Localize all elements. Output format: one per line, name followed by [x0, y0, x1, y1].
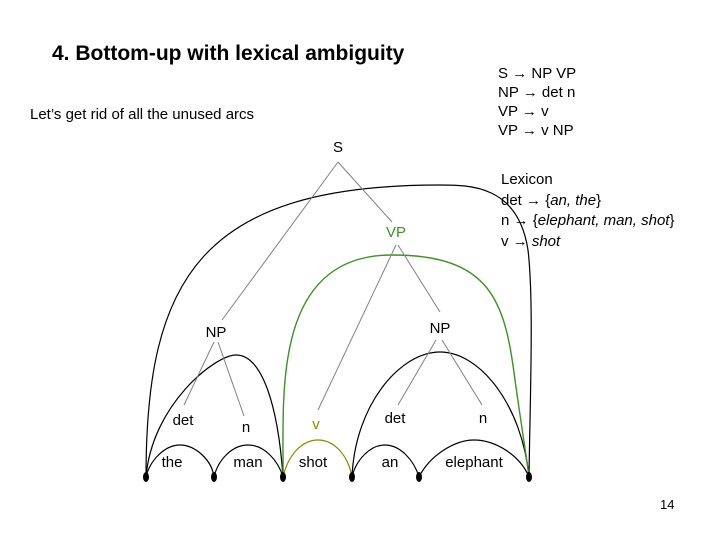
chart-vertex [416, 472, 422, 482]
branch-np2-n [441, 339, 483, 406]
node-np2: NP [430, 320, 451, 337]
arc-det1-edge [145, 444, 215, 478]
grammar-rule: S → NP VP [498, 65, 577, 82]
grammar-rule: VP → v [498, 103, 549, 120]
arc-n1-edge [213, 444, 284, 478]
word-the: the [162, 454, 183, 471]
lexicon-heading: Lexicon [501, 171, 553, 188]
branch-s-vp [337, 161, 393, 223]
page-number: 14 [660, 497, 675, 512]
slide-title: 4. Bottom-up with lexical ambiguity [52, 42, 405, 65]
arc-n2-edge [418, 439, 530, 478]
arc-vp-edge [282, 254, 530, 478]
word-man: man [233, 454, 262, 471]
node-det-1: det [173, 412, 195, 429]
chart-vertex [526, 472, 532, 482]
node-vp: VP [386, 224, 406, 241]
branch-s-np1 [221, 161, 339, 321]
arc-s-edge [145, 184, 532, 478]
arc-np2-edge [351, 351, 530, 478]
lexicon-entry: det → {an, the} [501, 191, 602, 209]
node-det-2: det [385, 410, 407, 427]
arrow-icon: → [521, 103, 537, 120]
node-v: v [312, 416, 320, 433]
branch-vp-np2 [397, 244, 441, 313]
node-n-2: n [479, 410, 487, 427]
node-np1: NP [206, 324, 227, 341]
arc-det2-edge [351, 444, 420, 478]
chart-vertex [280, 472, 286, 482]
word-an: an [382, 454, 399, 471]
chart-vertex [211, 472, 217, 482]
word-shot: shot [299, 454, 328, 471]
arc-np1-edge [145, 354, 284, 478]
grammar-rule: VP → v NP [498, 122, 574, 139]
arc-v-edge [282, 439, 353, 478]
grammar-rules: S → NP VP NP → det n VP → v VP → v NP [498, 64, 576, 140]
grammar-rule: NP → det n [498, 84, 576, 101]
branch-np1-det [183, 341, 215, 406]
branch-np2-det [397, 339, 437, 406]
arrow-icon: → [521, 122, 537, 139]
slide-subtitle: Let’s get rid of all the unused arcs [30, 106, 255, 123]
chart-vertex [349, 472, 355, 482]
word-elephant: elephant [445, 454, 503, 471]
arrow-icon: → [522, 84, 538, 101]
branch-np1-n [217, 341, 245, 417]
node-n-1: n [242, 419, 250, 436]
lexicon-entry: v → shot [501, 232, 561, 250]
arrow-icon: → [512, 232, 528, 250]
arrow-icon: → [526, 191, 542, 209]
node-s: S [333, 139, 343, 156]
chart-vertex [143, 472, 149, 482]
arrow-icon: → [512, 65, 528, 82]
branch-vp-v [317, 244, 397, 411]
